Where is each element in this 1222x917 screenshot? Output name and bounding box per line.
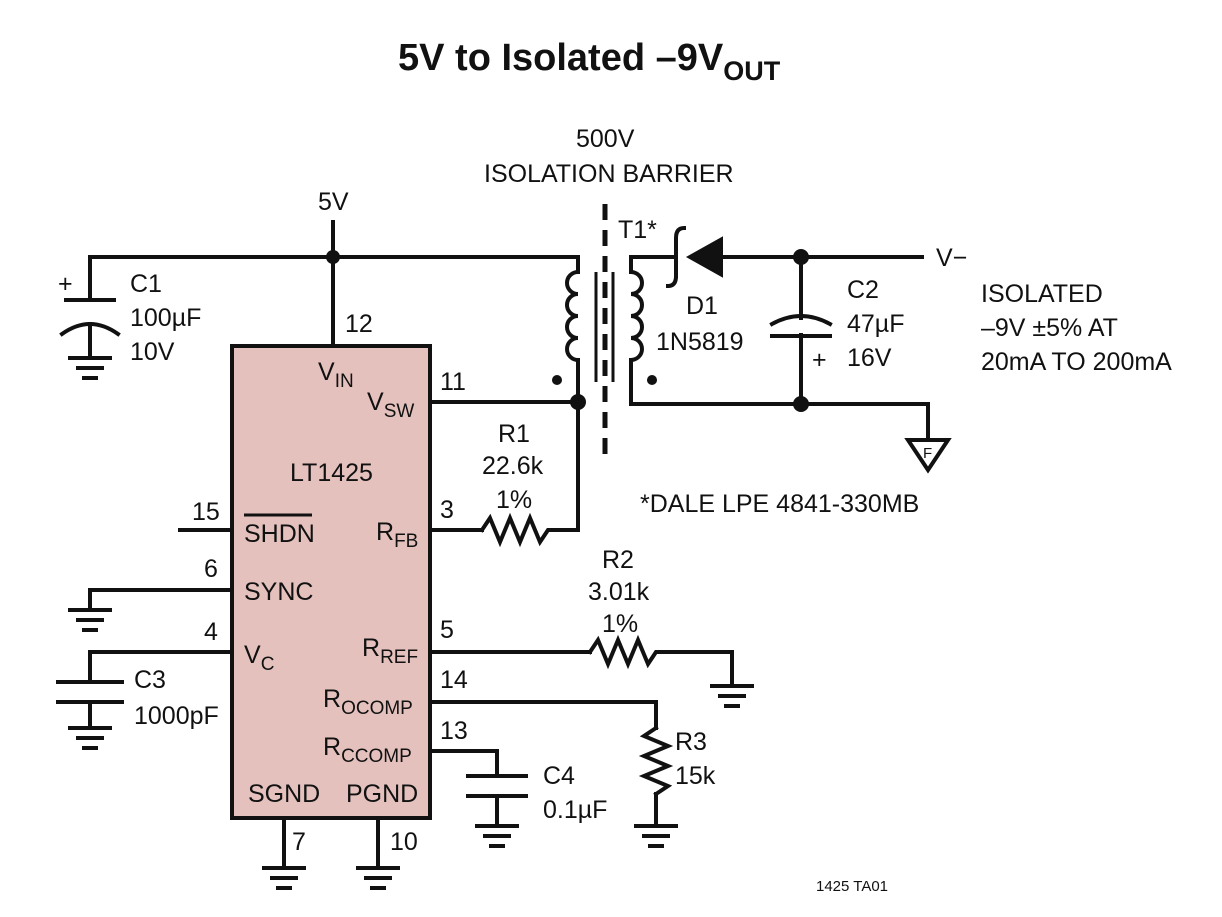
output-spec-line-1: ISOLATED xyxy=(981,280,1103,308)
barrier-voltage: 500V xyxy=(576,125,635,153)
junction-return xyxy=(793,396,809,412)
ground-symbol-sgnd xyxy=(262,866,306,890)
vsw-wires xyxy=(428,358,580,532)
output-node-label: V− xyxy=(936,244,967,272)
pin-number-5: 5 xyxy=(440,616,454,644)
junction-vsw xyxy=(570,394,586,410)
c1-rating: 10V xyxy=(130,338,175,366)
pin-label-rref: RREF xyxy=(362,634,418,668)
r3-ref: R3 xyxy=(675,728,707,756)
pin-number-4: 4 xyxy=(204,618,218,646)
pin-label-vc: VC xyxy=(244,641,274,675)
capacitor-c4 xyxy=(466,774,528,798)
ground-symbol-c4 xyxy=(475,824,519,848)
secondary-phase-dot xyxy=(647,375,657,385)
r2-tolerance: 1% xyxy=(602,610,638,638)
pin-label-rocomp: ROCOMP xyxy=(323,685,413,719)
c3-ref: C3 xyxy=(134,666,166,694)
c2-rating: 16V xyxy=(847,344,892,372)
capacitor-c1 xyxy=(59,298,121,360)
primary-phase-dot xyxy=(552,375,562,385)
ic-part-label: LT1425 xyxy=(290,459,373,487)
c4-ref: C4 xyxy=(543,762,575,790)
ground-symbol-c3 xyxy=(68,726,112,750)
secondary-wires xyxy=(629,255,930,440)
pin-number-7: 7 xyxy=(292,828,306,856)
pin-number-14: 14 xyxy=(440,666,468,694)
r3-value: 15k xyxy=(675,762,716,790)
rocomp-wires xyxy=(428,700,658,828)
pin-label-shdn: SHDN xyxy=(244,520,315,548)
floating-ground-mark: F xyxy=(923,445,932,462)
ground-symbol-c1 xyxy=(68,356,112,380)
d1-part: 1N5819 xyxy=(656,328,744,356)
c2-polarity: + xyxy=(812,346,827,374)
floating-ground-symbol xyxy=(904,438,952,474)
figure-id: 1425 TA01 xyxy=(816,878,888,895)
pin-label-vsw: VSW xyxy=(367,388,414,422)
ground-symbol-r2 xyxy=(710,684,754,708)
pin-number-11: 11 xyxy=(440,368,466,396)
r2-ref: R2 xyxy=(602,546,634,574)
c3-value: 1000pF xyxy=(134,702,219,730)
transformer-ref: T1* xyxy=(618,216,657,244)
pin-label-vin: VIN xyxy=(318,358,354,392)
c1-value: 100µF xyxy=(130,304,201,332)
rccomp-wires xyxy=(428,749,499,828)
pin-label-sync: SYNC xyxy=(244,578,313,606)
diagram-title: 5V to Isolated –9VOUT xyxy=(398,37,781,86)
junction-vout xyxy=(793,249,809,265)
r2-value: 3.01k xyxy=(588,578,650,606)
d1-ref: D1 xyxy=(686,292,718,320)
c1-ref: C1 xyxy=(130,270,162,298)
pin-number-10: 10 xyxy=(390,828,418,856)
capacitor-c3 xyxy=(56,680,124,704)
pin-label-rfb: RFB xyxy=(376,518,418,552)
r1-ref: R1 xyxy=(498,420,530,448)
vc-wires xyxy=(88,650,234,730)
transformer-t1 xyxy=(565,269,644,382)
resistor-r2 xyxy=(587,634,734,670)
output-spec-line-2: –9V ±5% AT xyxy=(981,314,1118,342)
pin-number-3: 3 xyxy=(440,496,454,524)
resistor-r1 xyxy=(479,512,554,548)
pin-number-12: 12 xyxy=(345,310,373,338)
pin-label-pgnd: PGND xyxy=(346,780,418,808)
c2-value: 47µF xyxy=(847,310,904,338)
pin-number-6: 6 xyxy=(204,555,218,583)
ic-lt1425 xyxy=(230,344,432,820)
c1-polarity: + xyxy=(58,270,73,298)
pin-label-rccomp: RCCOMP xyxy=(323,733,412,767)
ground-symbol-pgnd xyxy=(356,866,400,890)
resistor-r3 xyxy=(638,725,674,797)
pin-label-sgnd: SGND xyxy=(248,780,320,808)
r1-tolerance: 1% xyxy=(496,486,532,514)
pin-number-15: 15 xyxy=(192,498,220,526)
junction-5v xyxy=(326,250,340,264)
transformer-footnote: *DALE LPE 4841-330MB xyxy=(640,490,919,518)
ground-symbol-sync xyxy=(68,608,112,632)
capacitor-c2 xyxy=(769,314,833,338)
sync-wires xyxy=(88,588,234,612)
supply-label-5v: 5V xyxy=(318,188,349,216)
pin-number-13: 13 xyxy=(440,717,468,745)
output-spec-line-3: 20mA TO 200mA xyxy=(981,348,1172,376)
diode-d1 xyxy=(665,225,723,289)
barrier-label: ISOLATION BARRIER xyxy=(484,160,734,188)
c2-ref: C2 xyxy=(847,276,879,304)
c4-value: 0.1µF xyxy=(543,796,607,824)
r1-value: 22.6k xyxy=(482,452,544,480)
ground-symbol-r3 xyxy=(634,824,678,848)
